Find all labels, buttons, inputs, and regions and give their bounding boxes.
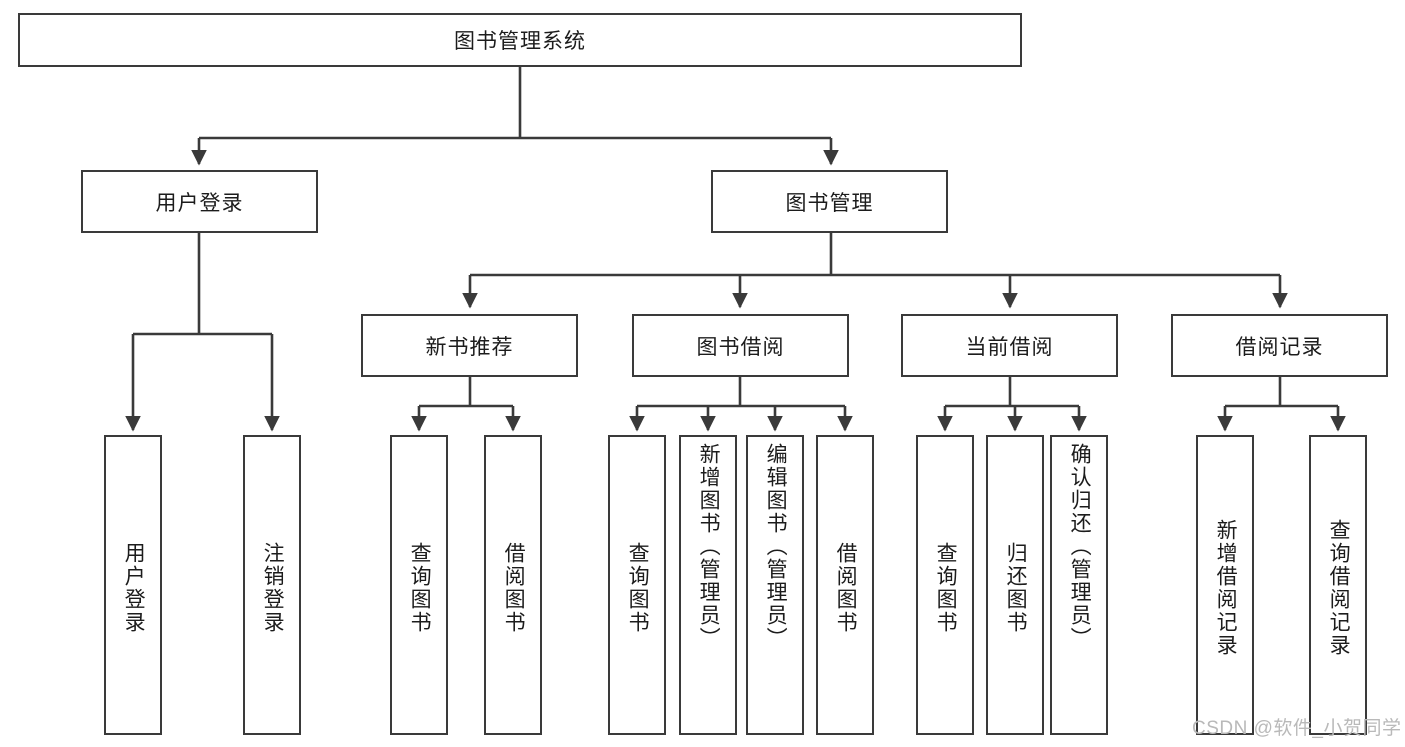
node-leaf-add-borrow-record[interactable]: 新增借阅记录 [1196, 435, 1254, 735]
node-leaf-edit-book-admin[interactable]: 编辑图书（管理员） [746, 435, 804, 735]
node-label: 归还图书 [1004, 542, 1028, 634]
node-label: 查询借阅记录 [1327, 519, 1351, 657]
node-leaf-query-book-1[interactable]: 查询图书 [390, 435, 448, 735]
node-label: 用户登录 [122, 542, 146, 634]
node-current-borrow[interactable]: 当前借阅 [901, 314, 1118, 377]
node-label: 确认归还（管理员） [1068, 443, 1092, 650]
node-leaf-borrow-book-2[interactable]: 借阅图书 [816, 435, 874, 735]
node-label: 新增图书（管理员） [697, 443, 721, 650]
node-leaf-return-book[interactable]: 归还图书 [986, 435, 1044, 735]
node-book-manage[interactable]: 图书管理 [711, 170, 948, 233]
node-label: 查询图书 [626, 542, 650, 634]
node-leaf-query-borrow-record[interactable]: 查询借阅记录 [1309, 435, 1367, 735]
node-label: 查询图书 [934, 542, 958, 634]
csdn-watermark: CSDN @软件_小贺同学 [1192, 718, 1402, 739]
node-root-book-management-system[interactable]: 图书管理系统 [18, 13, 1022, 67]
node-label: 编辑图书（管理员） [764, 443, 788, 650]
node-label: 借阅图书 [502, 542, 526, 634]
node-label: 新书推荐 [425, 335, 514, 359]
node-label: 借阅记录 [1235, 335, 1324, 359]
node-label: 借阅图书 [834, 542, 858, 634]
node-leaf-user-login[interactable]: 用户登录 [104, 435, 162, 735]
node-label: 注销登录 [261, 542, 285, 634]
node-leaf-borrow-book-1[interactable]: 借阅图书 [484, 435, 542, 735]
node-user-login[interactable]: 用户登录 [81, 170, 318, 233]
node-label: 新增借阅记录 [1214, 519, 1238, 657]
node-leaf-query-book-2[interactable]: 查询图书 [608, 435, 666, 735]
node-borrow-record[interactable]: 借阅记录 [1171, 314, 1388, 377]
node-leaf-query-book-3[interactable]: 查询图书 [916, 435, 974, 735]
node-new-book-recommend[interactable]: 新书推荐 [361, 314, 578, 377]
node-label: 图书管理 [785, 191, 874, 215]
node-label: 图书借阅 [696, 335, 785, 359]
node-leaf-add-book-admin[interactable]: 新增图书（管理员） [679, 435, 737, 735]
node-label: 图书管理系统 [454, 30, 586, 53]
node-label: 当前借阅 [965, 335, 1054, 359]
node-leaf-logout-login[interactable]: 注销登录 [243, 435, 301, 735]
node-label: 用户登录 [155, 191, 244, 215]
node-label: 查询图书 [408, 542, 432, 634]
node-leaf-confirm-return-admin[interactable]: 确认归还（管理员） [1050, 435, 1108, 735]
node-book-borrow[interactable]: 图书借阅 [632, 314, 849, 377]
